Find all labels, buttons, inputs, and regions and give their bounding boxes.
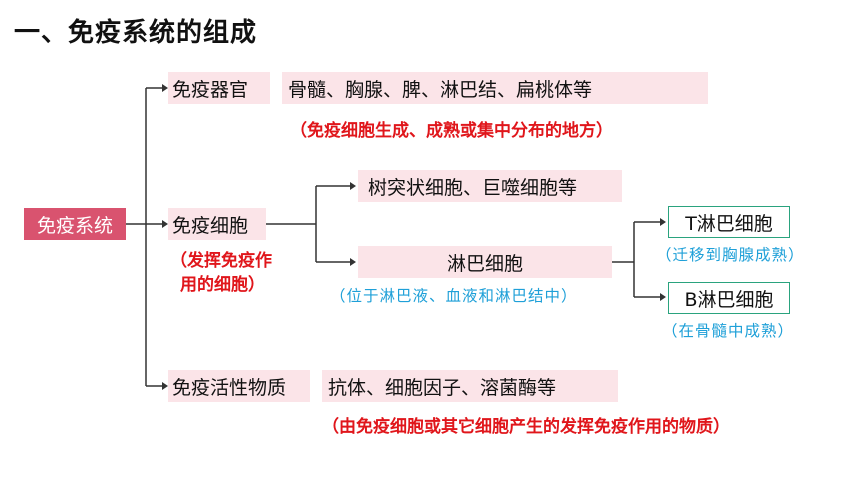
substances-items: 抗体、细胞因子、溶菌酶等	[322, 370, 618, 402]
organs-items: 骨髓、胸腺、脾、淋巴结、扁桃体等	[282, 72, 708, 104]
substances-label: 免疫活性物质	[168, 370, 310, 402]
cells-label: 免疫细胞	[168, 208, 266, 240]
arrow-head	[350, 258, 356, 266]
root-node: 免疫系统	[24, 208, 126, 240]
arrow-head	[162, 84, 168, 92]
arrow-head	[660, 293, 666, 301]
dendritic-box: 树突状细胞、巨噬细胞等	[358, 170, 622, 202]
arrow-head	[162, 220, 168, 228]
arrow-head	[162, 382, 168, 390]
lymph-note: （位于淋巴液、血液和淋巴结中）	[330, 287, 578, 305]
b-cell-box: B淋巴细胞	[668, 282, 790, 314]
organs-label: 免疫器官	[168, 72, 270, 104]
lymph-box: 淋巴细胞	[358, 246, 612, 278]
cells-note-line1: （发挥免疫作	[170, 251, 272, 271]
substances-note: （由免疫细胞或其它细胞产生的发挥免疫作用的物质）	[322, 417, 730, 437]
t-cell-box: T淋巴细胞	[668, 206, 790, 238]
b-cell-note: （在骨髓中成熟）	[662, 322, 795, 340]
organs-note: （免疫细胞生成、成熟或集中分布的地方）	[290, 121, 613, 141]
arrow-head	[660, 218, 666, 226]
arrow-head	[350, 182, 356, 190]
cells-note-line2: 用的细胞）	[180, 275, 265, 295]
page-title: 一、免疫系统的组成	[14, 18, 258, 48]
t-cell-note: （迁移到胸腺成熟）	[656, 246, 805, 264]
